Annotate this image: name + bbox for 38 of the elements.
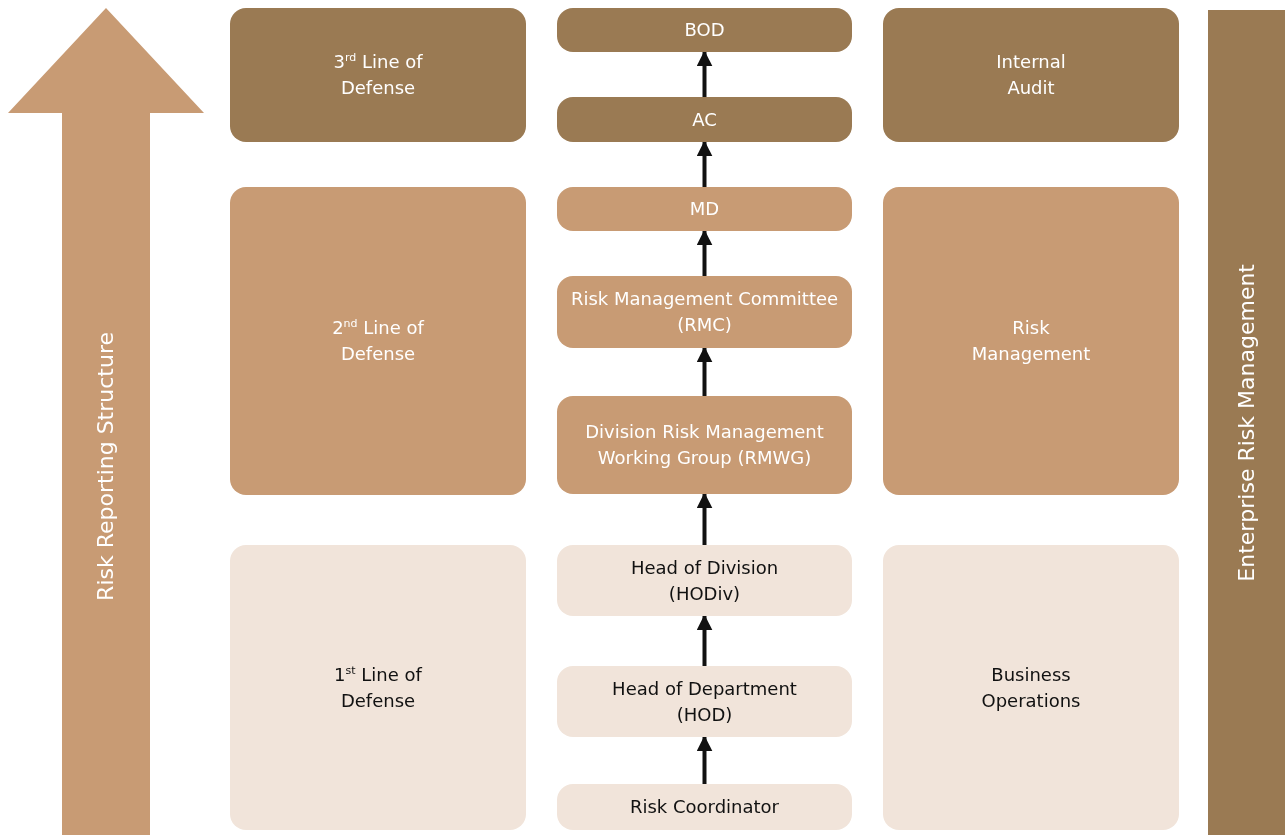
arrow [696, 735, 713, 784]
arrow [696, 492, 713, 545]
arrow-label: Risk Reporting Structure [93, 332, 119, 601]
role-box [557, 97, 852, 142]
box-label: Head of Department (HOD) [611, 676, 798, 727]
role-box [230, 187, 526, 495]
box-label: AC [692, 107, 717, 132]
role-box [557, 276, 852, 348]
role-box [557, 8, 852, 52]
box-label: Division Risk Management Working Group (RMWG) [584, 420, 825, 470]
box-label: BOD [684, 18, 725, 42]
role-box [230, 545, 526, 830]
arrow [696, 346, 713, 396]
role-box [557, 396, 852, 494]
band-label: Enterprise Risk Management [1233, 263, 1260, 582]
role-box [883, 187, 1179, 495]
box-label: Head of Division (HODiv) [629, 555, 780, 606]
arrow [696, 614, 713, 666]
box-label: Risk Management [970, 316, 1092, 366]
box-label: Business Operations [980, 662, 1082, 713]
role-box [557, 666, 852, 737]
role-box [557, 545, 852, 616]
box-label: 2$^{nd}$ Line of Defense [331, 316, 426, 366]
side-band [1208, 10, 1285, 835]
box-label: 3$^{rd}$ Line of Defense [332, 50, 424, 100]
arrow [696, 229, 713, 276]
box-label: Risk Coordinator [629, 795, 779, 819]
role-box [557, 187, 852, 231]
role-box [883, 8, 1179, 142]
role-box [557, 784, 852, 830]
box-label: Risk Management Committee (RMC) [569, 287, 840, 337]
arrow [696, 140, 713, 187]
role-box [883, 545, 1179, 830]
arrow [696, 50, 713, 97]
box-label: MD [689, 197, 720, 221]
box-label: 1$^{st}$ Line of Defense [333, 662, 424, 713]
box-label: Internal Audit [995, 50, 1067, 100]
role-box [230, 8, 526, 142]
